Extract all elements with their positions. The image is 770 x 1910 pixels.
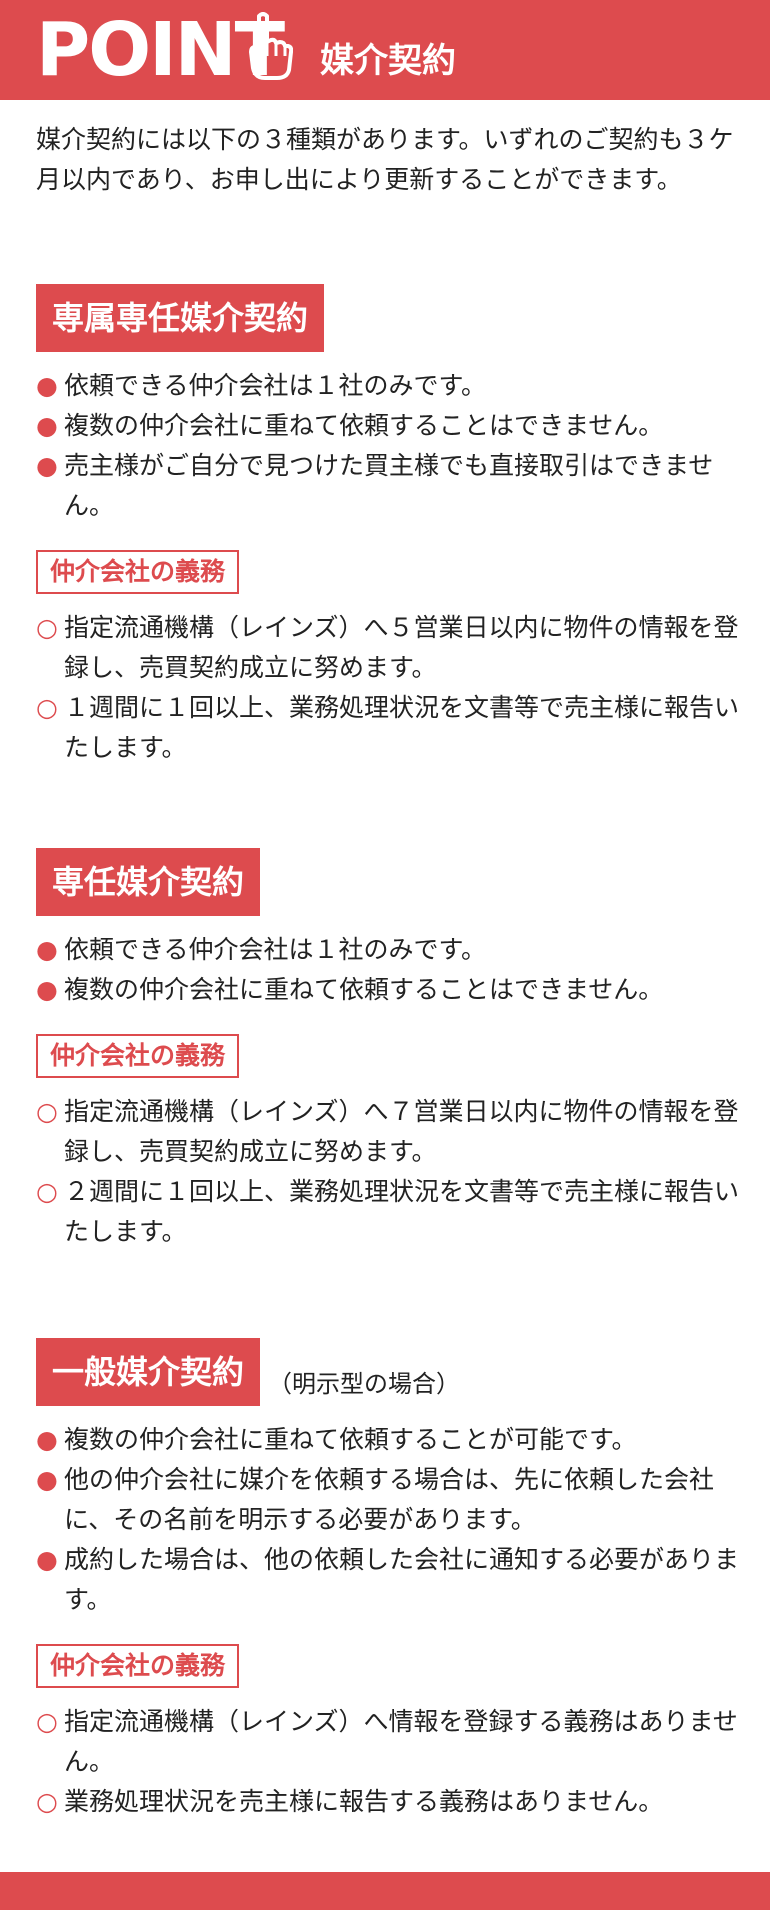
open-circle-icon: ○ xyxy=(36,1097,58,1126)
footer-bar xyxy=(0,1872,770,1910)
conditions-list: ●依頼できる仲介会社は１社のみです。 ●複数の仲介会社に重ねて依頼することはでき… xyxy=(36,930,746,1010)
point-heading: POINT xyxy=(36,7,285,93)
duty-label: 仲介会社の義務 xyxy=(36,1034,240,1078)
filled-circle-icon: ● xyxy=(36,411,58,440)
list-item: ●他の仲介会社に媒介を依頼する場合は、先に依頼した会社に、その名前を明示する必要… xyxy=(36,1460,746,1540)
list-item: ○指定流通機構（レインズ）へ情報を登録する義務はありません。 xyxy=(36,1702,746,1782)
open-circle-icon: ○ xyxy=(36,613,58,642)
list-item: ○業務処理状況を売主様に報告する義務はありません。 xyxy=(36,1782,746,1822)
list-item: ●依頼できる仲介会社は１社のみです。 xyxy=(36,366,746,406)
list-item: ●複数の仲介会社に重ねて依頼することはできません。 xyxy=(36,970,746,1010)
duty-label: 仲介会社の義務 xyxy=(36,1644,240,1688)
list-item: ○指定流通機構（レインズ）へ５営業日以内に物件の情報を登録し、売買契約成立に努め… xyxy=(36,608,746,688)
list-item: ●依頼できる仲介会社は１社のみです。 xyxy=(36,930,746,970)
section-exclusive-dedicated: 専属専任媒介契約 ●依頼できる仲介会社は１社のみです。 ●複数の仲介会社に重ねて… xyxy=(36,284,746,768)
header-banner: POINT 媒介契約 xyxy=(0,0,770,100)
open-circle-icon: ○ xyxy=(36,693,58,722)
conditions-list: ●依頼できる仲介会社は１社のみです。 ●複数の仲介会社に重ねて依頼することはでき… xyxy=(36,366,746,526)
pointing-hand-icon xyxy=(249,12,293,80)
section-title-row: 一般媒介契約 （明示型の場合） xyxy=(36,1338,746,1406)
filled-circle-icon: ● xyxy=(36,1545,58,1574)
filled-circle-icon: ● xyxy=(36,935,58,964)
duty-label: 仲介会社の義務 xyxy=(36,550,240,594)
section-note: （明示型の場合） xyxy=(268,1370,461,1398)
section-title-row: 専属専任媒介契約 xyxy=(36,284,746,352)
filled-circle-icon: ● xyxy=(36,371,58,400)
list-item: ●売主様がご自分で見つけた買主様でも直接取引はできません。 xyxy=(36,446,746,526)
list-item: ●成約した場合は、他の依頼した会社に通知する必要があります。 xyxy=(36,1540,746,1620)
list-item: ○２週間に１回以上、業務処理状況を文書等で売主様に報告いたします。 xyxy=(36,1172,746,1252)
open-circle-icon: ○ xyxy=(36,1177,58,1206)
open-circle-icon: ○ xyxy=(36,1707,58,1736)
list-item: ●複数の仲介会社に重ねて依頼することが可能です。 xyxy=(36,1420,746,1460)
section-title: 一般媒介契約 xyxy=(36,1338,261,1406)
duties-list: ○指定流通機構（レインズ）へ情報を登録する義務はありません。 ○業務処理状況を売… xyxy=(36,1702,746,1822)
filled-circle-icon: ● xyxy=(36,1425,58,1454)
section-general: 一般媒介契約 （明示型の場合） ●複数の仲介会社に重ねて依頼することが可能です。… xyxy=(36,1338,746,1822)
section-title: 専任媒介契約 xyxy=(36,848,261,916)
list-item: ●複数の仲介会社に重ねて依頼することはできません。 xyxy=(36,406,746,446)
open-circle-icon: ○ xyxy=(36,1787,58,1816)
section-title-row: 専任媒介契約 xyxy=(36,848,746,916)
duties-list: ○指定流通機構（レインズ）へ７営業日以内に物件の情報を登録し、売買契約成立に努め… xyxy=(36,1092,746,1252)
conditions-list: ●複数の仲介会社に重ねて依頼することが可能です。 ●他の仲介会社に媒介を依頼する… xyxy=(36,1420,746,1620)
duties-list: ○指定流通機構（レインズ）へ５営業日以内に物件の情報を登録し、売買契約成立に努め… xyxy=(36,608,746,768)
list-item: ○１週間に１回以上、業務処理状況を文書等で売主様に報告いたします。 xyxy=(36,688,746,768)
filled-circle-icon: ● xyxy=(36,975,58,1004)
filled-circle-icon: ● xyxy=(36,451,58,480)
list-item: ○指定流通機構（レインズ）へ７営業日以内に物件の情報を登録し、売買契約成立に努め… xyxy=(36,1092,746,1172)
filled-circle-icon: ● xyxy=(36,1465,58,1494)
header-subtitle: 媒介契約 xyxy=(320,41,456,81)
intro-text: 媒介契約には以下の３種類があります。いずれのご契約も３ケ月以内であり、お申し出に… xyxy=(36,125,734,194)
section-exclusive: 専任媒介契約 ●依頼できる仲介会社は１社のみです。 ●複数の仲介会社に重ねて依頼… xyxy=(36,848,746,1252)
section-title: 専属専任媒介契約 xyxy=(36,284,325,352)
